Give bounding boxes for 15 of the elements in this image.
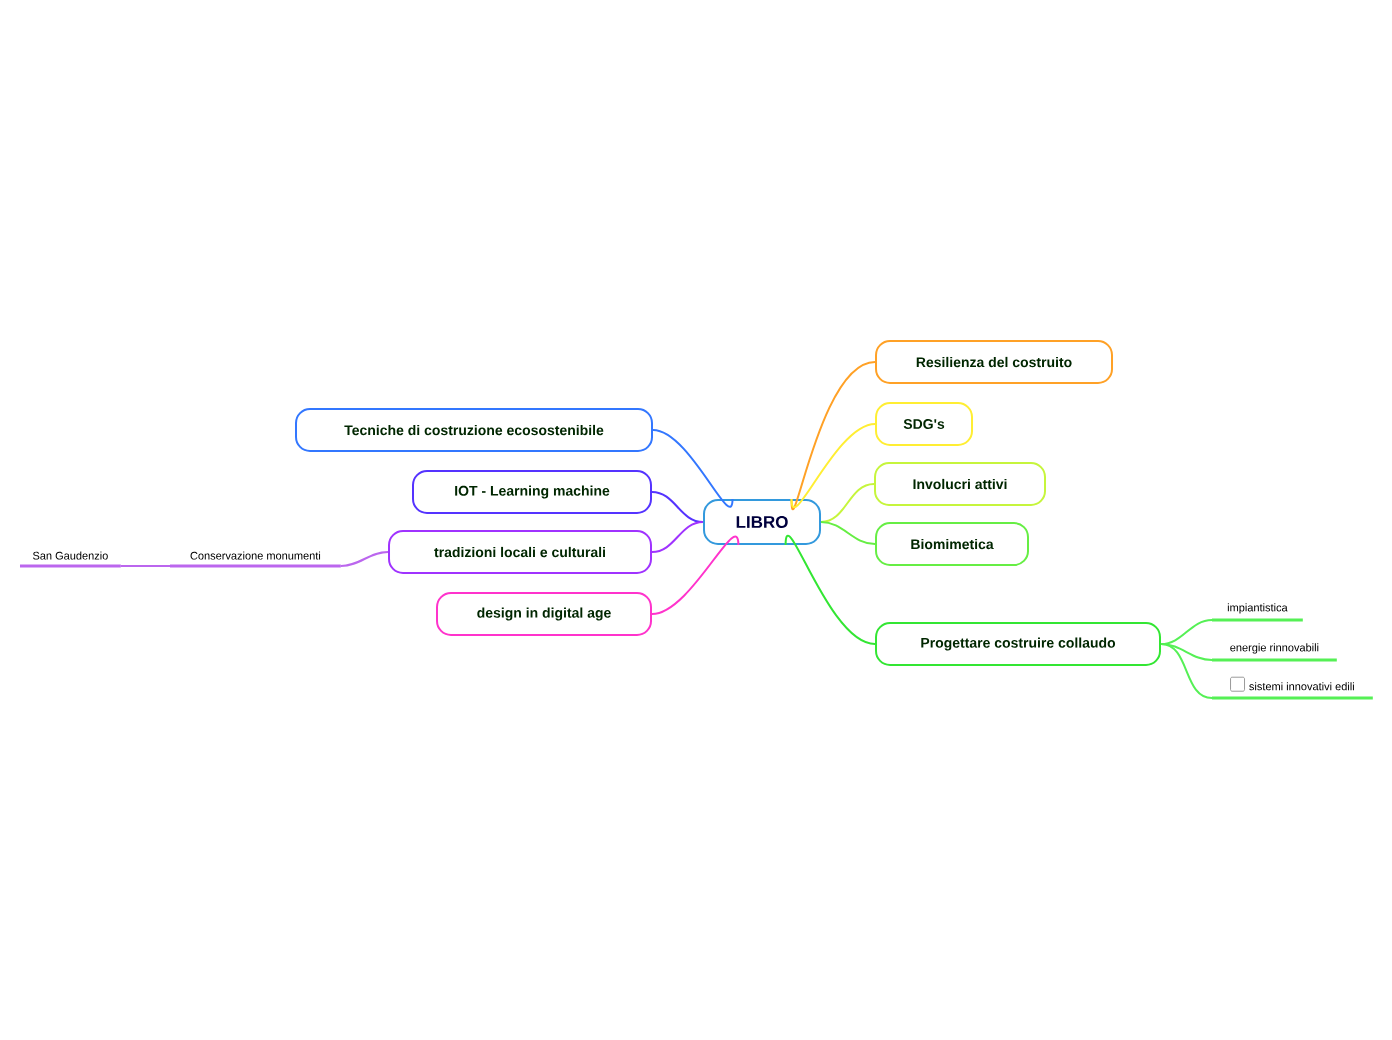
connector: [1160, 619, 1213, 645]
connector: [820, 521, 876, 545]
connector: [1160, 643, 1213, 661]
connector: [651, 535, 740, 615]
connector: [119, 565, 171, 567]
topic-box: LIBRO: [703, 499, 821, 545]
connector: [820, 483, 875, 523]
connector: [651, 491, 704, 523]
connector: [784, 535, 876, 645]
connector: [651, 521, 704, 553]
connector: [790, 361, 876, 510]
connector: [1160, 643, 1213, 699]
connector: [790, 423, 876, 509]
connector: [652, 429, 734, 508]
connector: [339, 551, 389, 567]
